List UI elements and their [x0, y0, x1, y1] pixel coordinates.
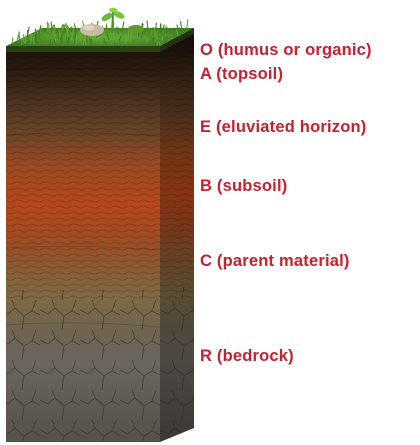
grass-blade [62, 24, 66, 35]
grass-blade [47, 22, 51, 34]
grass-blade [156, 41, 159, 46]
grass-blade [158, 41, 161, 46]
grass-blade [124, 37, 127, 44]
grass-blade [56, 29, 59, 35]
grass-blade [154, 22, 157, 33]
grass-blade [84, 38, 87, 46]
grass-blade [32, 36, 35, 45]
grass-blade [165, 27, 168, 35]
grass-blade [73, 35, 76, 44]
grass-blade [90, 39, 93, 46]
grass-blade [88, 37, 92, 46]
grass-blade [157, 31, 160, 38]
grass-blade [19, 39, 22, 45]
grass-blade [148, 30, 151, 38]
grass-blade [34, 33, 37, 44]
grass-blade [24, 39, 27, 44]
label-r-horizon: R (bedrock) [200, 347, 294, 365]
horizon-boundaries [5, 67, 161, 328]
grass-blade [38, 25, 42, 36]
grass-blade [112, 32, 116, 43]
grass-blade [106, 31, 110, 40]
grass-blade [116, 26, 120, 35]
grass-blade [71, 28, 75, 40]
rock-on-top [80, 24, 104, 36]
grass-blade [51, 30, 56, 37]
grass-blade [23, 36, 27, 44]
grass-blade [53, 24, 56, 34]
grass-blade [54, 38, 57, 44]
grass-blade [156, 30, 159, 39]
grass-blade [109, 30, 112, 36]
soil-column-front [6, 46, 160, 442]
label-e-horizon: E (eluviated horizon) [200, 118, 367, 136]
grass-blade [65, 36, 69, 45]
grass-blade [30, 33, 33, 44]
grass-blade [38, 35, 41, 41]
grass-blade [186, 19, 189, 30]
grass-blade [152, 33, 156, 40]
grass-blade [82, 37, 85, 46]
grass-blade [34, 28, 38, 38]
grass-blade [50, 24, 55, 34]
grass-blade [146, 20, 149, 29]
grass-blade [62, 24, 65, 31]
grass-blade [58, 32, 62, 38]
grass-blade [70, 26, 73, 32]
grass-blade [121, 21, 125, 33]
grass-blade [101, 33, 105, 39]
soil-column-side [160, 28, 194, 442]
grass-blade [165, 36, 169, 42]
grass-blade [60, 23, 64, 29]
grass-blade [104, 41, 108, 47]
label-b-horizon: B (subsoil) [200, 177, 288, 195]
label-o-horizon: O (humus or organic) [200, 41, 372, 59]
grass-blade [163, 28, 166, 37]
label-c-horizon: C (parent material) [200, 252, 350, 270]
grass-blade [28, 37, 32, 47]
grass-blade [150, 29, 153, 37]
grass-blade [67, 36, 70, 44]
grass-blade [176, 28, 179, 35]
seedling-plant [101, 7, 144, 34]
grass-blade [53, 38, 56, 44]
grass-blade [161, 30, 164, 41]
grass-blade [49, 38, 52, 47]
grass-blade [104, 29, 108, 35]
grass-blade [65, 31, 69, 36]
grass-blade [176, 24, 180, 32]
grass-blade [29, 33, 32, 41]
grass-blades [12, 19, 189, 47]
grass-blade [180, 21, 183, 32]
label-a-horizon: A (topsoil) [200, 65, 284, 83]
grass-blade [118, 35, 122, 42]
grass-blade [145, 38, 149, 44]
grass-blade [74, 30, 76, 36]
grass-blade [16, 33, 20, 41]
grass-blade [127, 30, 130, 42]
grass-blade [66, 24, 69, 34]
grass-blade [55, 27, 58, 34]
grass-blade [161, 24, 165, 33]
